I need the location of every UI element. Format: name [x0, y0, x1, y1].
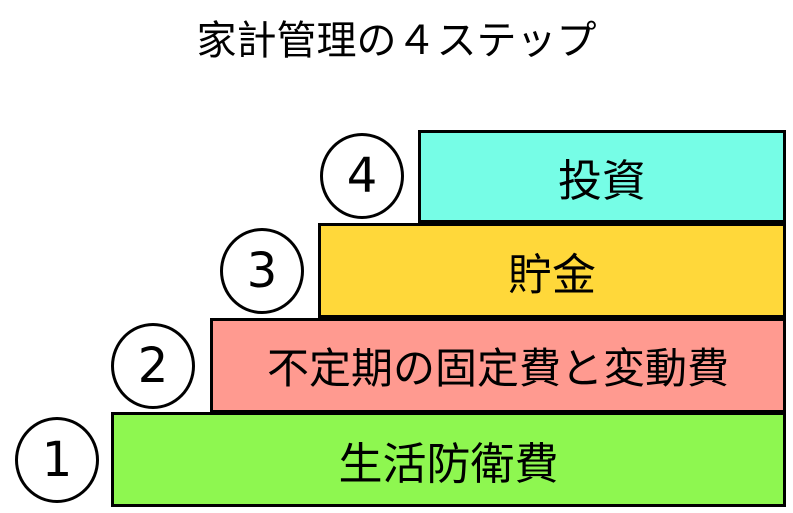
diagram-title: 家計管理の４ステップ	[196, 18, 597, 64]
step-3-box: 貯金	[318, 223, 786, 318]
step-3-label: 貯金	[508, 249, 596, 301]
step-2-number-circle: 2	[111, 323, 195, 409]
step-4-number-circle: 4	[320, 133, 404, 219]
step-2-number: 2	[137, 338, 169, 394]
step-2-box: 不定期の固定費と変動費	[210, 318, 786, 413]
step-1-box: 生活防衛費	[111, 412, 786, 507]
step-1-label: 生活防衛費	[338, 438, 559, 490]
step-4-box: 投資	[418, 130, 786, 223]
step-2-label: 不定期の固定費と変動費	[266, 344, 729, 393]
step-1-number: 1	[41, 432, 73, 488]
step-3-number: 3	[246, 243, 278, 299]
step-1-number-circle: 1	[15, 417, 99, 503]
step-4-label: 投資	[558, 155, 646, 207]
step-4-number: 4	[346, 148, 378, 204]
step-3-number-circle: 3	[220, 228, 304, 314]
